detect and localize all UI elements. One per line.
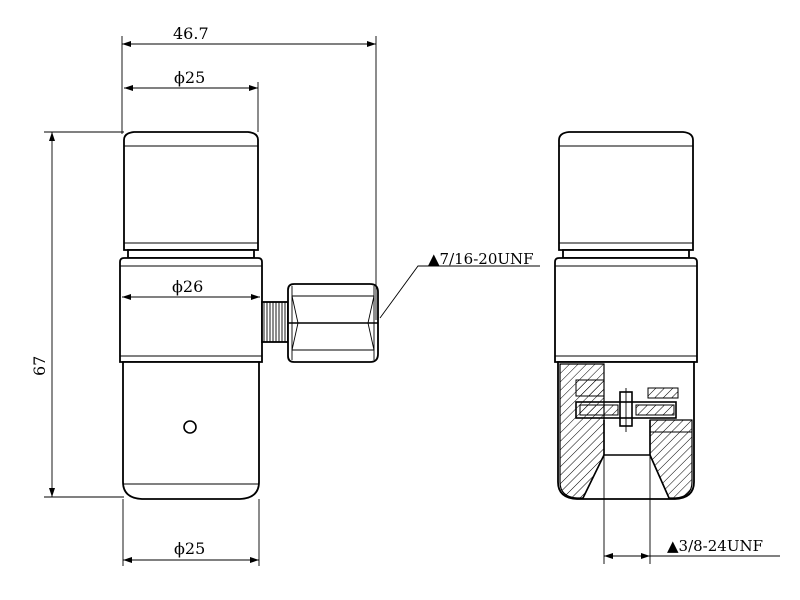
section-view (554, 131, 698, 500)
section-collar (562, 249, 690, 259)
dim-center-diameter-label: ϕ26 (172, 277, 203, 296)
threaded-stub (261, 301, 289, 343)
callout-outlet-thread-label: ▲7/16-20UNF (428, 250, 534, 268)
top-cap (123, 131, 259, 251)
callout-inlet-thread: ▲3/8-24UNF (603, 430, 780, 564)
callout-inlet-thread-label: ▲3/8-24UNF (667, 537, 763, 555)
front-view (119, 131, 379, 500)
dim-overall-height-label: 67 (30, 356, 49, 376)
callout-outlet-thread: ▲7/16-20UNF (379, 250, 540, 319)
dim-overall-width: 46.7 (121, 24, 377, 320)
dim-top-cap-diameter: ϕ25 (124, 68, 259, 132)
section-lower-body (557, 361, 695, 500)
hex-nut (287, 283, 379, 363)
vent-hole (183, 420, 197, 434)
section-middle-body (554, 257, 698, 363)
section-top-hatch (575, 379, 605, 397)
section-top-cap (558, 131, 694, 251)
dim-center-diameter: ϕ26 (122, 277, 260, 300)
dim-overall-width-label: 46.7 (173, 24, 209, 43)
dim-bottom-diameter-label: ϕ25 (174, 539, 205, 558)
dim-overall-height: 67 (30, 131, 124, 498)
collar (127, 249, 255, 259)
middle-body (119, 257, 263, 363)
dim-bottom-diameter: ϕ25 (122, 499, 260, 566)
lower-body (122, 361, 260, 500)
dim-top-cap-diameter-label: ϕ25 (174, 68, 205, 87)
